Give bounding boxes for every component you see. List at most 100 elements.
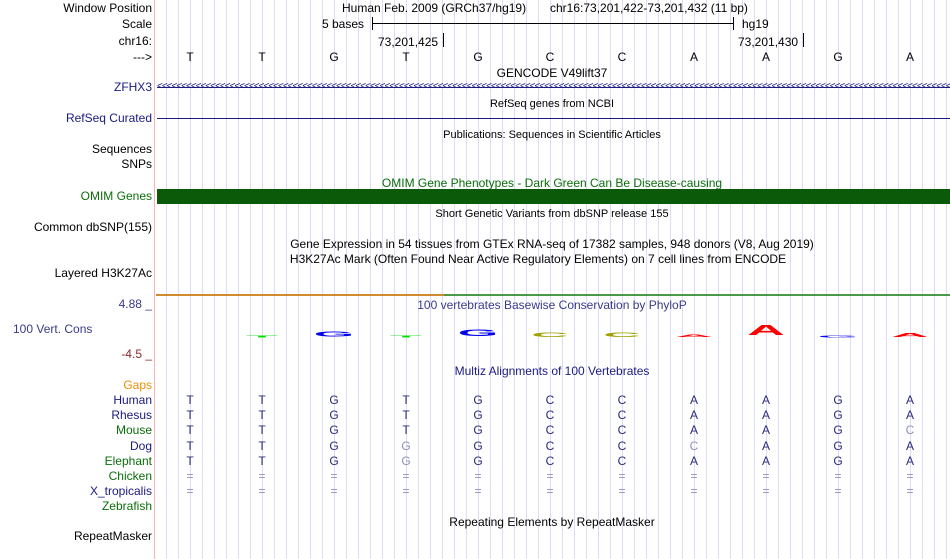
alignment-base: T xyxy=(402,408,410,423)
ruler-tick-1 xyxy=(443,33,444,47)
alignment-base: A xyxy=(905,438,915,453)
alignment-base: T xyxy=(258,408,266,423)
base-letter: A xyxy=(689,50,699,64)
species-label-dog[interactable]: Dog xyxy=(129,438,152,453)
alignment-base: A xyxy=(761,438,771,453)
alignment-base: G xyxy=(329,393,339,407)
repeatmasker-title: Repeating Elements by RepeatMasker xyxy=(449,515,655,529)
phylop-logo-letter: T xyxy=(390,335,422,339)
alignment-base: = xyxy=(546,469,554,483)
base-letter: T xyxy=(186,50,194,64)
alignment-base: G xyxy=(833,438,843,453)
base-letter: G xyxy=(833,50,843,64)
alignment-base: T xyxy=(186,423,194,438)
species-label-rhesus[interactable]: Rhesus xyxy=(111,408,152,423)
ruler-tick-label-2: 73,201,430 xyxy=(738,35,799,49)
refseq-gene-line[interactable] xyxy=(157,118,950,119)
alignment-base: G xyxy=(833,453,843,468)
alignment-base: = xyxy=(402,484,410,499)
alignment-base: = xyxy=(186,484,194,499)
track-label-repeatmasker[interactable]: RepeatMasker xyxy=(73,529,152,543)
alignment-base: T xyxy=(402,423,410,438)
alignment-base: C xyxy=(617,423,627,438)
species-label-zebrafish[interactable]: Zebrafish xyxy=(101,499,152,514)
position-readout: chr16:73,201,422-73,201,432 (11 bp) xyxy=(550,1,748,15)
alignment-base: G xyxy=(833,408,843,423)
alignment-base: A xyxy=(905,408,915,423)
alignment-base: = xyxy=(690,484,698,499)
alignment-base: T xyxy=(186,453,194,468)
alignment-base: C xyxy=(545,408,555,423)
alignment-base: A xyxy=(761,453,771,468)
assembly-title: Human Feb. 2009 (GRCh37/hg19) xyxy=(342,1,527,15)
alignment-base: A xyxy=(761,423,771,438)
publications-title: Publications: Sequences in Scientific Ar… xyxy=(443,129,661,141)
label-scale: Scale xyxy=(121,17,152,31)
alignment-base: C xyxy=(617,408,627,423)
alignment-base: A xyxy=(761,393,771,407)
omim-bar[interactable] xyxy=(157,189,950,204)
alignment-base: A xyxy=(761,408,771,423)
species-label-chicken[interactable]: Chicken xyxy=(108,469,152,483)
alignment-base: = xyxy=(762,469,770,483)
alignment-base: G xyxy=(329,438,339,453)
scale-db: hg19 xyxy=(742,17,769,31)
alignment-base: = xyxy=(690,469,698,483)
track-label-dbsnp[interactable]: Common dbSNP(155) xyxy=(33,220,152,234)
species-label-x_tropicalis[interactable]: X_tropicalis xyxy=(89,484,152,499)
alignment-base: = xyxy=(330,484,338,499)
phylop-logo-letter: C xyxy=(603,331,641,339)
alignment-base: = xyxy=(474,469,482,483)
alignment-base: = xyxy=(618,469,626,483)
alignment-base: C xyxy=(905,423,915,438)
alignment-base: C xyxy=(545,438,555,453)
track-label-omim[interactable]: OMIM Genes xyxy=(80,189,152,203)
track-label-snps[interactable]: SNPs xyxy=(121,157,152,171)
alignment-base: = xyxy=(186,469,194,483)
alignment-base: T xyxy=(402,393,410,407)
alignment-base: T xyxy=(186,408,194,423)
phylop-logo-letter: G xyxy=(457,328,499,339)
alignment-base: = xyxy=(258,484,266,499)
base-letter: C xyxy=(617,50,627,64)
alignment-base: G xyxy=(473,453,483,468)
track-label-refseq[interactable]: RefSeq Curated xyxy=(65,111,152,125)
label-strand: ---> xyxy=(133,50,152,64)
scale-bar-right-tick xyxy=(733,17,734,30)
phylop-logo-letter: G xyxy=(313,330,355,339)
species-label-mouse[interactable]: Mouse xyxy=(115,423,152,438)
zfhx3-gene-line[interactable]: <<<<<<<<<<<<<<<<<<<<<<<<<<<<<<<<<<<<<<<<… xyxy=(157,80,950,94)
h3k27ac-signal-right xyxy=(444,294,950,296)
phylop-logo-letter: C xyxy=(531,331,569,339)
scale-label: 5 bases xyxy=(322,17,365,31)
track-label-cons[interactable]: 100 Vert. Cons xyxy=(13,322,93,336)
alignment-base: G xyxy=(473,408,483,423)
alignment-base: = xyxy=(834,469,842,483)
track-label-sequences[interactable]: Sequences xyxy=(91,142,152,156)
alignment-base: A xyxy=(689,423,699,438)
alignment-base: = xyxy=(474,484,482,499)
alignment-base: = xyxy=(834,484,842,499)
ruler-tick-2 xyxy=(803,33,804,47)
label-window-position: Window Position xyxy=(63,1,152,15)
alignment-base: T xyxy=(258,393,266,407)
track-label-h3k27ac[interactable]: Layered H3K27Ac xyxy=(54,266,152,280)
track-label-zfhx3[interactable]: ZFHX3 xyxy=(113,80,152,94)
h3k27ac-title: H3K27Ac Mark (Often Found Near Active Re… xyxy=(289,252,787,266)
scale-bar-left-tick xyxy=(372,17,373,30)
track-label-gaps[interactable]: Gaps xyxy=(123,378,152,392)
alignment-base: G xyxy=(401,438,411,453)
alignment-base: T xyxy=(258,438,266,453)
h3k27ac-signal-left xyxy=(156,294,444,296)
label-chrom: chr16: xyxy=(118,34,152,48)
alignment-base: G xyxy=(329,423,339,438)
species-label-elephant[interactable]: Elephant xyxy=(104,453,152,468)
label-divider[interactable] xyxy=(154,0,155,559)
cons-max-label: 4.88 _ xyxy=(118,297,152,311)
dbsnp-title: Short Genetic Variants from dbSNP releas… xyxy=(435,208,669,220)
gtex-title: Gene Expression in 54 tissues from GTEx … xyxy=(290,237,814,251)
species-label-human[interactable]: Human xyxy=(113,393,152,407)
alignment-base: C xyxy=(545,453,555,468)
alignment-base: A xyxy=(689,408,699,423)
alignment-base: G xyxy=(329,408,339,423)
